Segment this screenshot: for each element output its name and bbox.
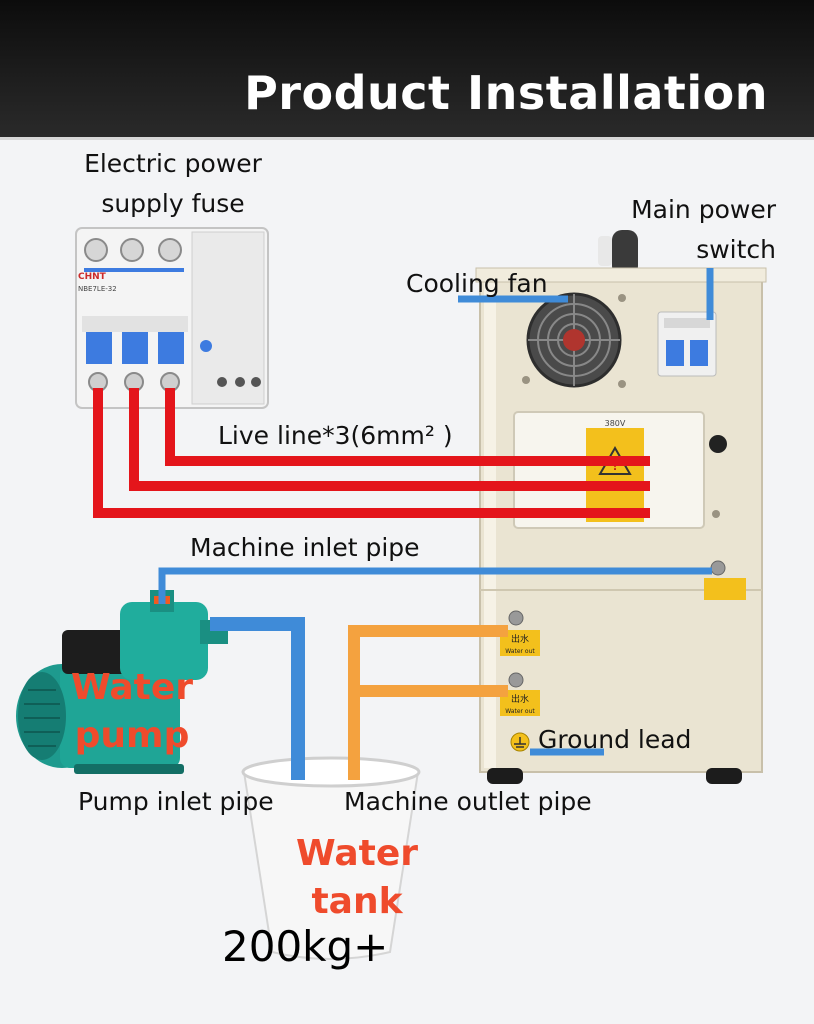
water-tank-label: Water tank xyxy=(282,830,432,926)
water-pump-icon xyxy=(16,590,228,774)
circuit-breaker: CHNT NBE7LE-32 xyxy=(75,227,269,409)
live-line-3 xyxy=(93,388,650,518)
pump-inlet-pipe xyxy=(210,617,305,780)
svg-text:出水: 出水 xyxy=(511,693,529,705)
main-power-switch-label: Main power switch xyxy=(590,190,776,270)
live-line-1 xyxy=(165,388,650,466)
warning-voltage-text: 380V xyxy=(605,419,626,428)
water-tank-label-line2: tank xyxy=(311,881,403,922)
water-tank-icon xyxy=(241,756,421,960)
machine-inlet-pipe xyxy=(158,567,712,604)
pump-inlet-pipe-label: Pump inlet pipe xyxy=(78,787,274,816)
svg-text:Water out: Water out xyxy=(505,648,535,655)
svg-text:Water out: Water out xyxy=(505,708,535,715)
warning-panel: ! 380V xyxy=(513,411,705,529)
cooling-fan-icon xyxy=(526,292,622,388)
ground-terminal-icon xyxy=(510,732,530,752)
svg-text:出水: 出水 xyxy=(511,633,529,645)
water-pump-label-line1: Water xyxy=(70,667,194,708)
switch-label-line1: Main power xyxy=(631,195,776,224)
water-tank-label-line1: Water xyxy=(295,833,419,874)
live-line-label: Live line*3(6mm² ) xyxy=(218,421,453,450)
machine-outlet-pipe xyxy=(348,625,508,780)
page-title: Product Installation xyxy=(244,66,768,120)
tank-capacity-label: 200kg+ xyxy=(222,922,389,971)
switch-label-line2: switch xyxy=(696,235,776,264)
water-pump-label: Water pump xyxy=(52,664,212,760)
live-line-2 xyxy=(129,388,650,491)
breaker-model-text: NBE7LE-32 xyxy=(78,285,117,293)
fuse-label: Electric power supply fuse xyxy=(60,144,286,224)
cooling-fan-label: Cooling fan xyxy=(406,269,548,298)
machine-outlet-pipe-label: Machine outlet pipe xyxy=(344,787,592,816)
ground-lead-label: Ground lead xyxy=(538,725,692,754)
water-pump-label-line2: pump xyxy=(74,715,190,756)
header-banner: Product Installation xyxy=(0,0,814,140)
main-power-switch-icon xyxy=(657,311,717,377)
svg-text:!: ! xyxy=(612,460,617,473)
control-knob-icon xyxy=(709,435,727,453)
fuse-label-line1: Electric power xyxy=(84,149,262,178)
fuse-label-line2: supply fuse xyxy=(101,189,245,218)
breaker-brand-text: CHNT xyxy=(78,272,107,282)
machine-inlet-pipe-label: Machine inlet pipe xyxy=(190,533,420,562)
